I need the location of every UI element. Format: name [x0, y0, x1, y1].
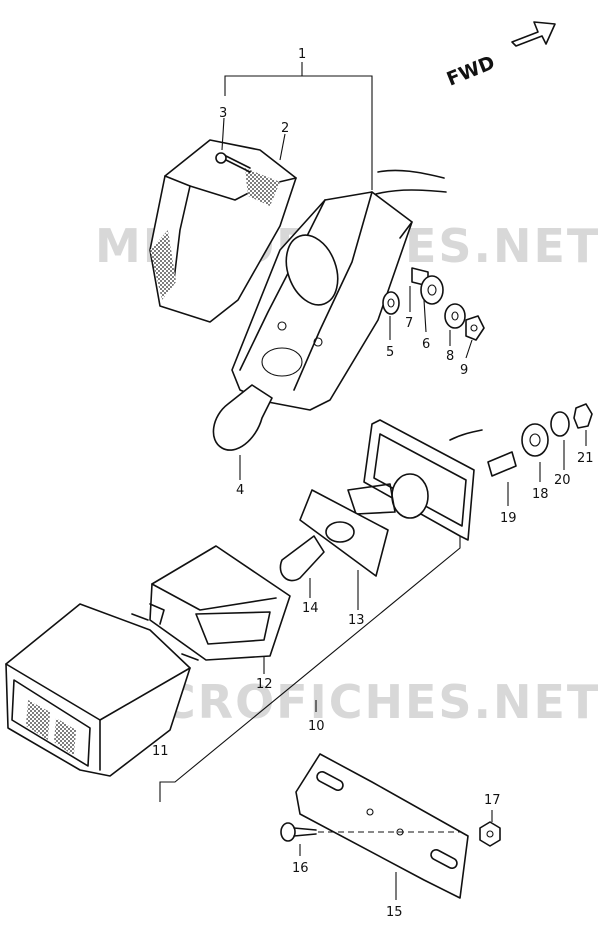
callout-9: 9 — [460, 363, 468, 378]
callout-5: 5 — [386, 345, 394, 360]
callout-21: 21 — [577, 451, 594, 466]
callout-4: 4 — [236, 483, 244, 498]
callout-bracket-10 — [159, 536, 461, 802]
part-bulb-4 — [212, 384, 273, 480]
part-washer-5 — [382, 291, 400, 315]
part-nut-9 — [465, 315, 485, 341]
part-lens-11 — [5, 603, 199, 777]
part-washer-8 — [444, 303, 466, 329]
part-bolt-16 — [280, 822, 460, 856]
callout-17: 17 — [484, 793, 501, 808]
part-lens-cover — [149, 139, 297, 323]
callout-6: 6 — [422, 337, 430, 352]
part-lens-frame-12 — [149, 545, 291, 661]
callout-14: 14 — [302, 601, 319, 616]
part-washer-20 — [550, 411, 570, 470]
callout-1: 1 — [298, 47, 306, 62]
callout-16: 16 — [292, 861, 309, 876]
part-bulb-14 — [279, 535, 325, 582]
part-screw-3 — [215, 152, 251, 173]
part-lamp-housing — [231, 169, 447, 411]
callout-7: 7 — [405, 316, 413, 331]
callout-10: 10 — [308, 719, 325, 734]
part-nut-17 — [479, 810, 501, 847]
forward-arrow-icon — [511, 21, 556, 47]
forward-direction-indicator: FWD — [444, 21, 556, 91]
part-spacer-19 — [487, 451, 517, 506]
callout-bracket-1 — [224, 62, 373, 190]
callout-11: 11 — [152, 744, 169, 759]
part-license-bracket-15 — [295, 753, 469, 900]
part-grommet-18 — [521, 423, 549, 482]
callout-2: 2 — [281, 121, 289, 136]
part-bulb-socket — [347, 473, 429, 519]
callout-3: 3 — [219, 106, 227, 121]
callout-13: 13 — [348, 613, 365, 628]
callout-18: 18 — [532, 487, 549, 502]
callout-8: 8 — [446, 349, 454, 364]
callout-12: 12 — [256, 677, 273, 692]
leader-lines — [221, 117, 473, 674]
callout-19: 19 — [500, 511, 517, 526]
part-nut-21 — [573, 403, 593, 446]
callout-labels: 1 2 3 4 5 6 7 8 9 10 11 12 13 14 15 16 1… — [152, 47, 594, 920]
callout-20: 20 — [554, 473, 571, 488]
fwd-label: FWD — [444, 52, 498, 91]
callout-15: 15 — [386, 905, 403, 920]
part-gasket-13 — [299, 489, 389, 577]
part-grommet-6 — [420, 275, 444, 305]
